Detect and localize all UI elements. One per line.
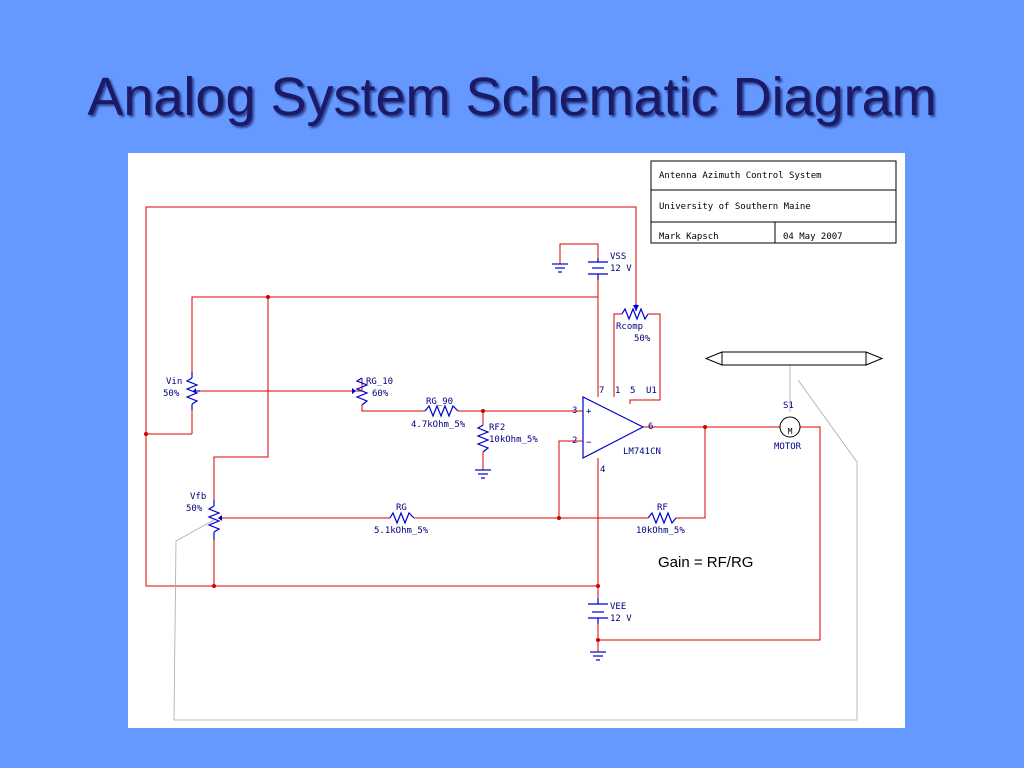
schematic-panel: Antenna Azimuth Control System Universit…	[128, 153, 905, 728]
vee-label: VEE	[610, 602, 626, 612]
opamp-pin-6: 6	[648, 422, 653, 432]
antenna-shaft-icon	[704, 351, 884, 366]
opamp-part: LM741CN	[623, 447, 661, 457]
rg10-value: 60%	[372, 389, 389, 399]
junction-dots	[144, 295, 707, 642]
rcomp-label: Rcomp	[616, 322, 643, 332]
vee-battery: VEE 12 V	[588, 598, 632, 624]
rcomp-value: 50%	[634, 334, 651, 344]
rf2-resistor: RF2 10kOhm_5%	[476, 423, 538, 453]
rg90-value: 4.7kOhm_5%	[411, 420, 466, 430]
vee-value: 12 V	[610, 614, 632, 624]
opamp-pin-7: 7	[599, 386, 604, 396]
ground-icon	[552, 263, 568, 273]
linkage-lines	[173, 360, 858, 721]
opamp-pin-3: 3	[572, 406, 577, 416]
vfb-label: Vfb	[190, 492, 206, 502]
rg10-label: RG_10	[366, 377, 393, 387]
opamp-pin-2: 2	[572, 436, 577, 446]
title-block-author: Mark Kapsch	[659, 232, 719, 242]
vss-battery: VSS 12 V	[588, 252, 632, 280]
opamp-pin-1: 1	[615, 386, 620, 396]
rcomp-potentiometer: Rcomp 50%	[616, 304, 651, 344]
vss-value: 12 V	[610, 264, 632, 274]
schematic-diagram: Antenna Azimuth Control System Universit…	[144, 160, 897, 721]
gain-annotation: Gain = RF/RG	[658, 554, 753, 571]
motor-symbol: M	[788, 427, 793, 436]
vin-label: Vin	[166, 377, 182, 387]
opamp-pin-5: 5	[630, 386, 635, 396]
slide-title: Analog System Schematic Diagram	[87, 67, 937, 127]
rg10-potentiometer: RG_10 60%	[352, 377, 393, 406]
opamp-u1: + − 7 1 5 3 2 6 4 U1 LM741CN	[572, 386, 661, 475]
opamp-ref: U1	[646, 386, 657, 396]
title-block-project: Antenna Azimuth Control System	[659, 171, 822, 181]
ground-icon	[475, 469, 491, 479]
rf-label: RF	[657, 503, 668, 513]
rg-resistor: RG 5.1kOhm_5%	[374, 503, 429, 536]
rg-value: 5.1kOhm_5%	[374, 526, 429, 536]
rf-resistor: RF 10kOhm_5%	[636, 503, 685, 536]
rg90-resistor: RG_90 4.7kOhm_5%	[411, 397, 466, 430]
vfb-value: 50%	[186, 504, 203, 514]
motor-s1: M S1 MOTOR	[774, 401, 802, 452]
title-block-organization: University of Southern Maine	[659, 202, 811, 212]
opamp-plus-sign: +	[586, 407, 592, 417]
vin-potentiometer: Vin 50%	[163, 372, 200, 410]
title-block: Antenna Azimuth Control System Universit…	[650, 160, 897, 244]
vfb-potentiometer: Vfb 50%	[186, 492, 222, 540]
rf2-label: RF2	[489, 423, 505, 433]
opamp-minus-sign: −	[586, 438, 592, 448]
rf-value: 10kOhm_5%	[636, 526, 685, 536]
motor-ref: S1	[783, 401, 794, 411]
vss-label: VSS	[610, 252, 626, 262]
ground-icon	[590, 651, 606, 661]
opamp-pin-4: 4	[600, 465, 605, 475]
rg90-label: RG_90	[426, 397, 453, 407]
rf2-value: 10kOhm_5%	[489, 435, 538, 445]
title-block-date: 04 May 2007	[783, 232, 843, 242]
wires	[145, 206, 821, 652]
rg-label: RG	[396, 503, 407, 513]
motor-label: MOTOR	[774, 442, 802, 452]
vin-value: 50%	[163, 389, 180, 399]
